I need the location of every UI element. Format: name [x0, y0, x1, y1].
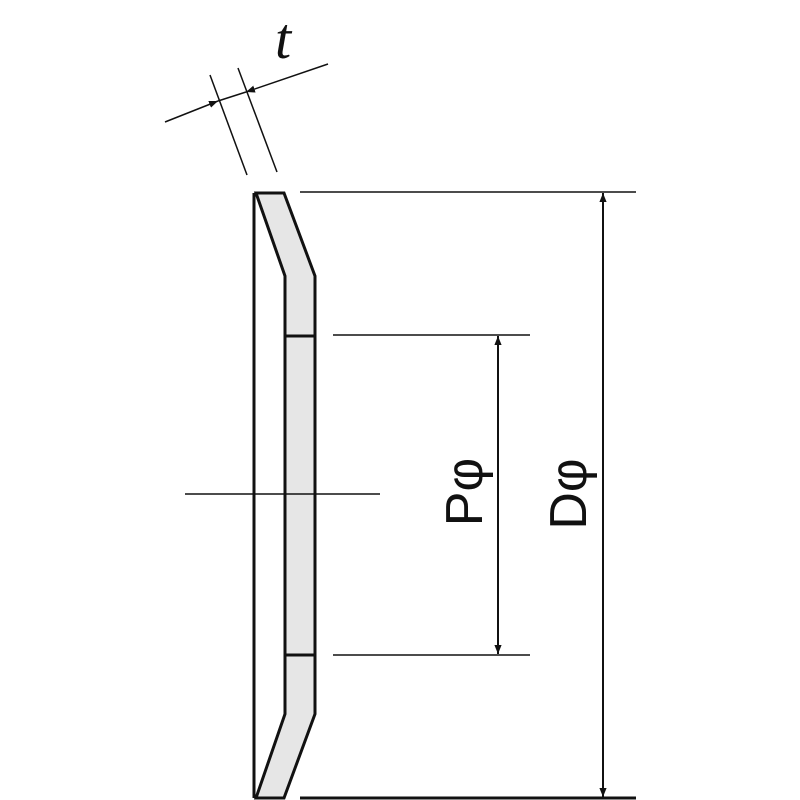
pitch-diameter-dimension: Pφ	[436, 336, 502, 654]
washer-section	[252, 191, 317, 800]
thickness-dimension	[164, 63, 329, 176]
thickness-label: t	[275, 6, 293, 71]
outer-diameter-dimension: Dφ	[540, 193, 607, 797]
extension-lines	[300, 191, 636, 800]
pitch-diameter-label: Pφ	[436, 458, 494, 526]
outer-diameter-label: Dφ	[540, 458, 598, 529]
washer-shaded-profile	[253, 191, 317, 800]
